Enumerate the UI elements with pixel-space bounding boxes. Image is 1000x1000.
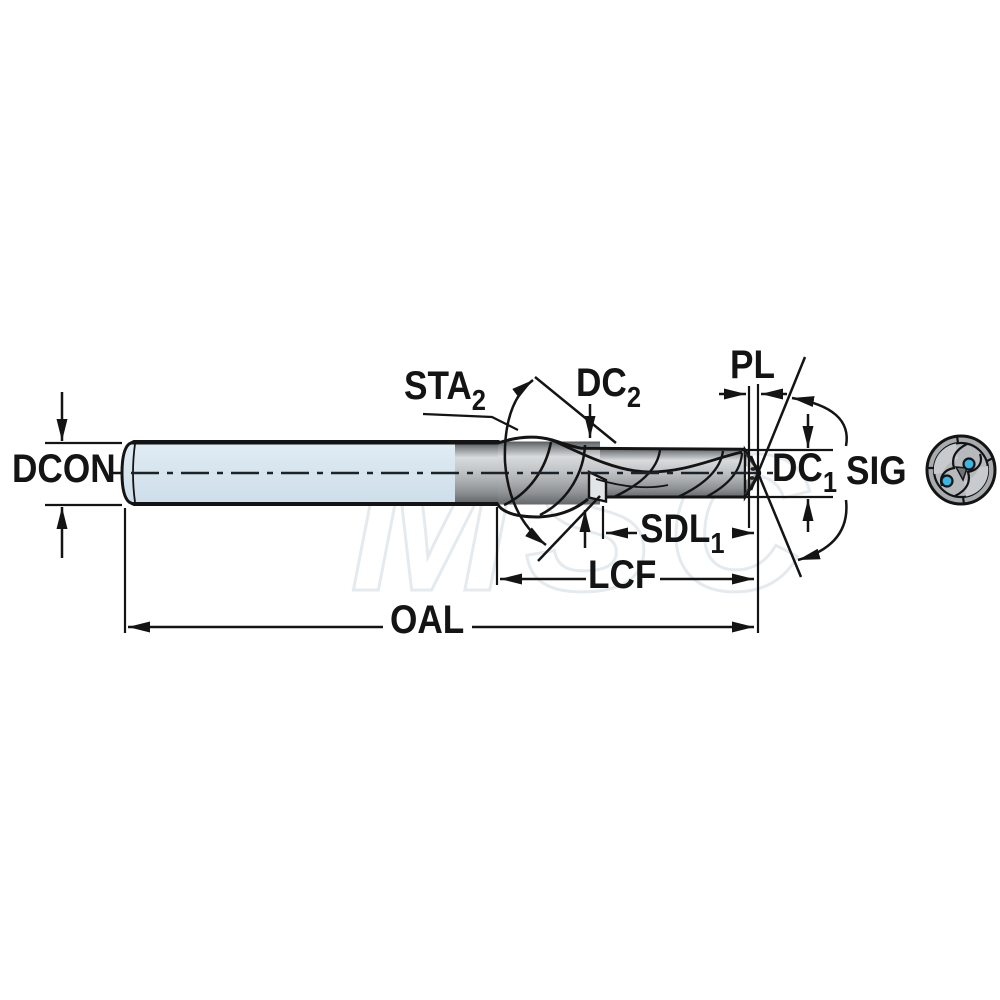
dim-sig [749, 356, 848, 578]
dim-dcon [45, 392, 122, 558]
dim-sdl1 [601, 506, 754, 539]
dim-oal [123, 508, 754, 633]
label-dc2: DC2 [576, 361, 642, 414]
label-dcon: DCON [12, 447, 116, 491]
dim-sta2 [422, 376, 617, 562]
label-sta2: STA2 [404, 364, 486, 417]
drill-step-face [587, 470, 608, 504]
dim-dc1 [742, 414, 833, 532]
dimension-lines [45, 356, 848, 633]
label-oal: OAL [390, 598, 465, 642]
drill-shank [120, 440, 500, 506]
coolant-hole-icon [940, 474, 954, 488]
coolant-hole-icon [962, 457, 976, 471]
label-dc1: DC1 [772, 446, 838, 499]
label-lcf: LCF [588, 553, 657, 597]
dim-dc2 [579, 404, 596, 548]
dim-pl [719, 384, 787, 633]
label-sdl1: SDL1 [640, 507, 725, 560]
dim-lcf [495, 507, 754, 585]
label-pl: PL [730, 343, 775, 387]
label-sig: SIG [846, 449, 907, 493]
drill-end-view [925, 434, 997, 506]
